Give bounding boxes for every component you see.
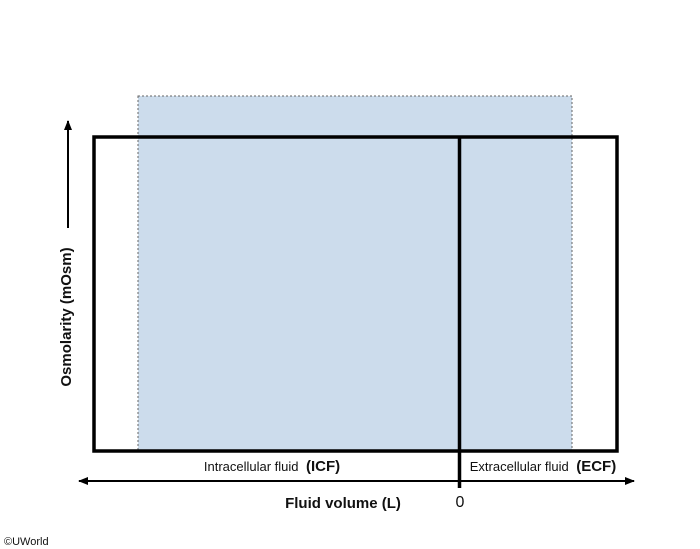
- icf-label-abbr: (ICF): [306, 458, 340, 475]
- y-axis-label: Osmolarity (mOsm): [58, 247, 75, 386]
- icf-label-text: Intracellular fluid: [204, 459, 299, 474]
- ecf-label-text: Extracellular fluid: [470, 459, 569, 474]
- x-axis-label: Fluid volume (L): [285, 495, 401, 512]
- icf-label: Intracellular fluid (ICF): [204, 458, 340, 475]
- baseline-compartment-box: [92, 135, 619, 453]
- shaded-compartment-region: [137, 95, 573, 452]
- ecf-label: Extracellular fluid (ECF): [470, 458, 616, 475]
- ecf-label-abbr: (ECF): [576, 458, 616, 475]
- origin-label: 0: [456, 494, 465, 511]
- copyright-text: ©UWorld: [4, 536, 49, 548]
